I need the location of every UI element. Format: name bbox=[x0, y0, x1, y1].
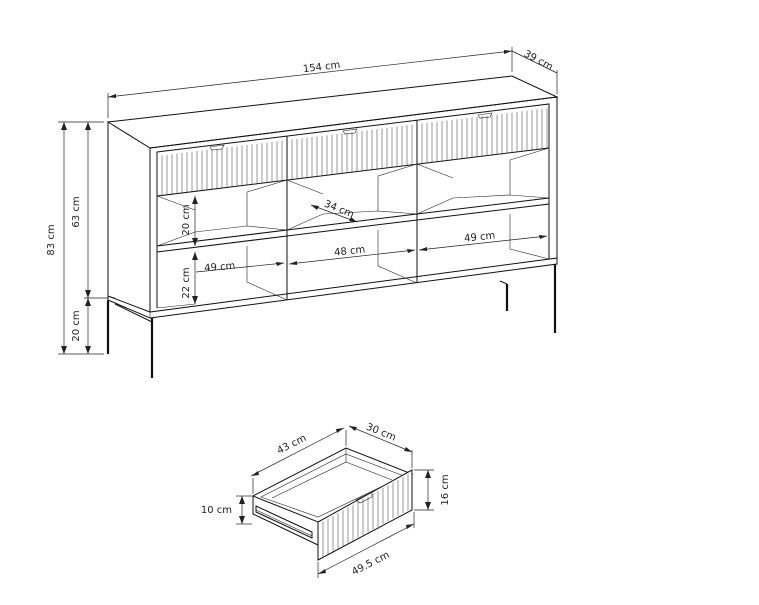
drawer-front-fluting bbox=[322, 474, 409, 558]
right-width-label: 49 cm bbox=[464, 230, 496, 244]
dimension-shelf-upper: 20 cm bbox=[181, 196, 198, 246]
dimension-left-width: 49 cm bbox=[195, 261, 285, 275]
dimension-right-width: 49 cm bbox=[418, 230, 548, 251]
shelf-right bbox=[416, 197, 550, 221]
dimension-body-height: 63 cm bbox=[71, 122, 108, 299]
shelf-middle bbox=[286, 213, 418, 237]
dimension-drawer-side-height: 10 cm bbox=[201, 495, 252, 525]
dimension-width: 154 cm bbox=[107, 47, 513, 118]
left-width-label: 49 cm bbox=[204, 261, 236, 275]
dimension-shelf-lower: 22 cm bbox=[181, 252, 198, 304]
dimension-total-height: 83 cm bbox=[46, 121, 104, 355]
leg-height-label: 20 cm bbox=[71, 310, 82, 341]
sideboard-left-side bbox=[107, 122, 151, 313]
drawer-fluting bbox=[161, 108, 548, 196]
drawer-side-height-label: 10 cm bbox=[201, 505, 232, 516]
width-label: 154 cm bbox=[302, 60, 341, 75]
shelf-upper-label: 20 cm bbox=[181, 204, 192, 235]
drawer-front-handle bbox=[355, 491, 373, 504]
drawer-runner bbox=[255, 505, 313, 539]
sideboard-top bbox=[106, 75, 559, 149]
drawer-handle-right bbox=[477, 112, 493, 119]
depth-label: 39 cm bbox=[522, 49, 555, 73]
shelf-lower-label: 22 cm bbox=[181, 267, 192, 298]
body-height-label: 63 cm bbox=[71, 196, 82, 227]
shelf-depth-label: 34 cm bbox=[322, 199, 355, 221]
drawer-drawing: 43 cm 30 cm 16 cm 10 cm bbox=[201, 422, 451, 578]
total-height-label: 83 cm bbox=[46, 224, 57, 255]
sideboard-drawing: 154 cm 39 cm 83 cm 63 cm bbox=[46, 47, 559, 378]
drawer-handle-middle bbox=[342, 128, 358, 135]
drawer-front-panel bbox=[317, 469, 413, 561]
middle-width-label: 48 cm bbox=[334, 244, 366, 258]
dimension-middle-width: 48 cm bbox=[288, 244, 416, 265]
dimension-leg-height: 20 cm bbox=[71, 298, 91, 354]
dimension-shelf-depth: 34 cm bbox=[310, 199, 358, 223]
drawer-inner-depth-label: 30 cm bbox=[364, 422, 397, 444]
drawer-handle-left bbox=[209, 144, 225, 151]
dimension-drawer-front-height: 16 cm bbox=[414, 469, 451, 511]
drawer-left-side bbox=[252, 496, 319, 546]
shelf-left bbox=[156, 229, 288, 253]
drawer-front-height-label: 16 cm bbox=[440, 474, 451, 505]
drawer-inner-width-label: 43 cm bbox=[275, 433, 308, 457]
